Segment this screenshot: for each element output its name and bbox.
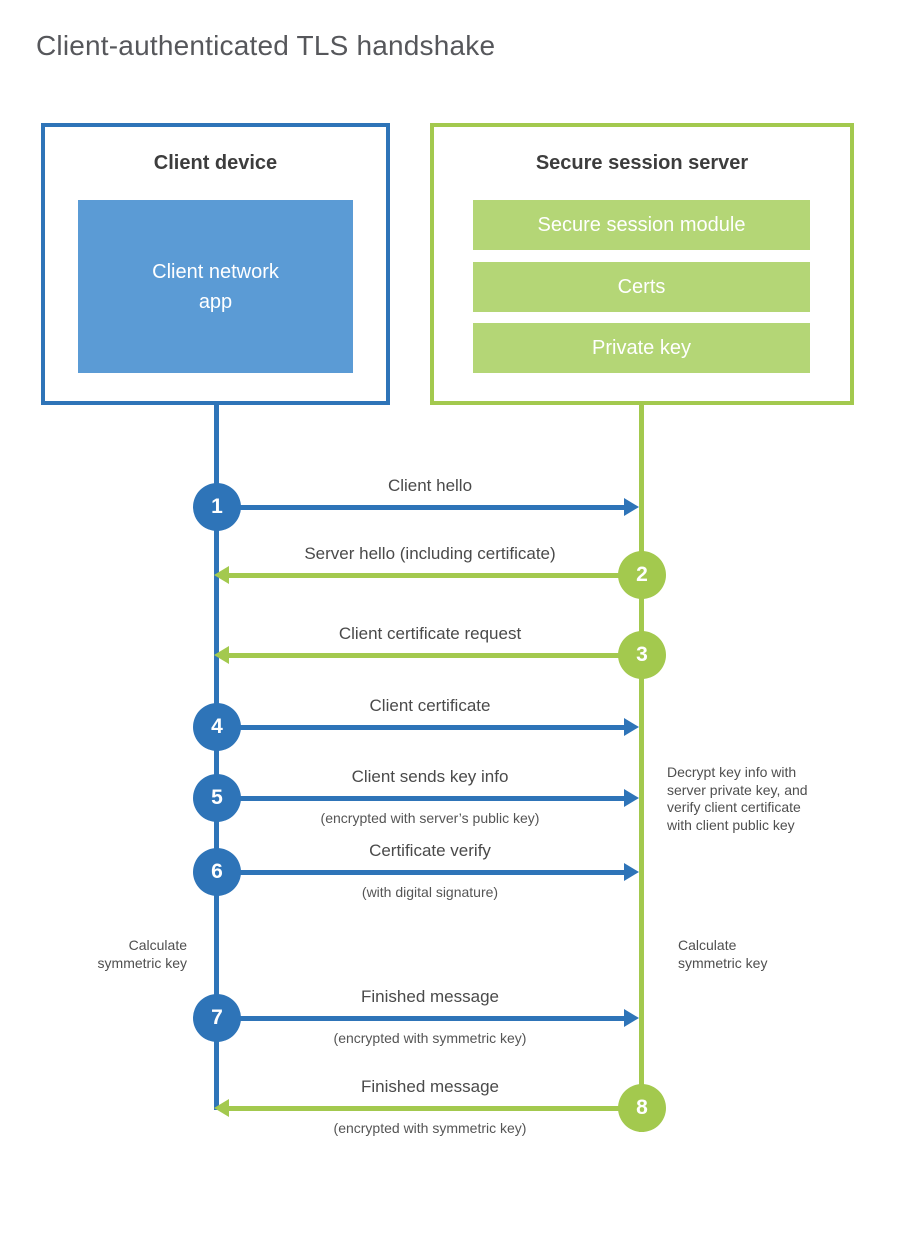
client-device-box: Client device Client network app bbox=[41, 123, 390, 405]
secure-session-server-box: Secure session server Secure session mod… bbox=[430, 123, 854, 405]
client-network-app-box: Client network app bbox=[78, 200, 353, 373]
server-lifeline bbox=[639, 405, 644, 1132]
arrow-line bbox=[217, 870, 624, 875]
message-subtext: (encrypted with server’s public key) bbox=[320, 810, 540, 826]
message-label: Certificate verify bbox=[369, 841, 491, 860]
arrow-right-icon bbox=[624, 1009, 639, 1027]
server-module-secure-session-module: Secure session module bbox=[473, 200, 810, 250]
client-device-title: Client device bbox=[153, 152, 278, 174]
message-subtext: (encrypted with symmetric key) bbox=[333, 1120, 527, 1136]
arrow-line bbox=[229, 573, 642, 578]
message-subtext: (encrypted with symmetric key) bbox=[333, 1030, 527, 1046]
message-subtext: (with digital signature) bbox=[361, 884, 499, 900]
message-label: Client certificate bbox=[369, 696, 491, 715]
arrow-right-icon bbox=[624, 718, 639, 736]
message-label: Finished message bbox=[361, 987, 499, 1006]
step-badge: 1 bbox=[193, 483, 241, 531]
message-label: Client sends key info bbox=[351, 767, 509, 786]
step-badge: 8 bbox=[618, 1084, 666, 1132]
client-lifeline bbox=[214, 405, 219, 1110]
arrow-line bbox=[217, 725, 624, 730]
arrow-right-icon bbox=[624, 789, 639, 807]
arrow-right-icon bbox=[624, 863, 639, 881]
arrow-left-icon bbox=[214, 566, 229, 584]
arrow-line bbox=[229, 1106, 642, 1111]
decrypt-key-note: Decrypt key info with server private key… bbox=[667, 764, 808, 833]
arrow-line bbox=[229, 653, 642, 658]
step-badge: 7 bbox=[193, 994, 241, 1042]
server-module-private-key: Private key bbox=[473, 323, 810, 373]
calculate-symmetric-key-note-server: Calculate symmetric key bbox=[678, 937, 768, 971]
arrow-left-icon bbox=[214, 1099, 229, 1117]
step-badge: 2 bbox=[618, 551, 666, 599]
arrow-line bbox=[217, 505, 624, 510]
server-module-certs: Certs bbox=[473, 262, 810, 312]
secure-session-server-title: Secure session server bbox=[535, 152, 749, 174]
arrow-line bbox=[217, 1016, 624, 1021]
message-label: Finished message bbox=[361, 1077, 499, 1096]
step-badge: 6 bbox=[193, 848, 241, 896]
calculate-symmetric-key-note-client: Calculate symmetric key bbox=[97, 937, 187, 971]
message-label: Client certificate request bbox=[338, 624, 522, 643]
page-title: Client-authenticated TLS handshake bbox=[36, 30, 496, 61]
step-badge: 4 bbox=[193, 703, 241, 751]
arrow-right-icon bbox=[624, 498, 639, 516]
step-badge: 5 bbox=[193, 774, 241, 822]
message-label: Client hello bbox=[387, 476, 473, 495]
arrow-left-icon bbox=[214, 646, 229, 664]
message-label: Server hello (including certificate) bbox=[304, 544, 556, 563]
arrow-line bbox=[217, 796, 624, 801]
step-badge: 3 bbox=[618, 631, 666, 679]
